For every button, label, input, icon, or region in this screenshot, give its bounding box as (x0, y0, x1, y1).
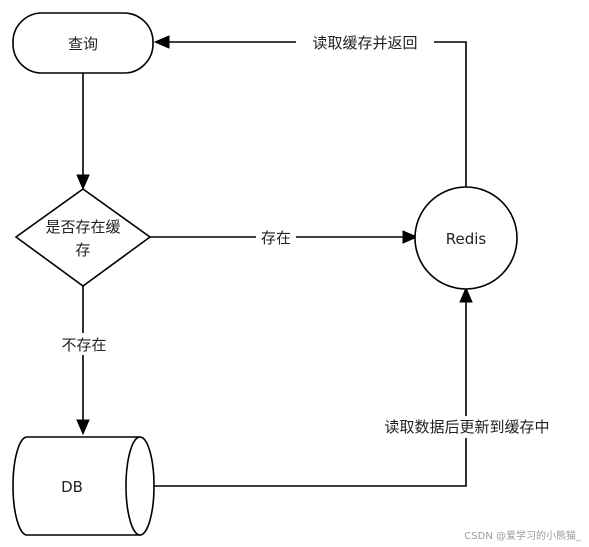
edge-label-exists: 存在 (256, 227, 296, 247)
node-decision: 是否存在缓 存 (14, 188, 152, 287)
edge-label-not-exists-text: 不存在 (61, 336, 106, 354)
node-redis-label: Redis (446, 230, 487, 248)
watermark-text: CSDN @爱学习的小熊猫_ (464, 529, 582, 542)
edge-label-read-cache-return: 读取缓存并返回 (296, 32, 434, 52)
edge-redis-to-query (153, 35, 467, 187)
node-db-label: DB (61, 478, 83, 496)
node-decision-label-line1: 是否存在缓 (45, 218, 120, 236)
node-redis: Redis (414, 186, 518, 290)
edge-label-read-db-update-cache: 读取数据后更新到缓存中 (367, 416, 567, 438)
edge-query-to-decision (76, 73, 90, 191)
node-query-label: 查询 (68, 35, 98, 53)
node-db: DB (12, 436, 155, 536)
edge-decision-to-db (76, 286, 90, 436)
edge-db-to-redis (154, 286, 473, 487)
node-query: 查询 (12, 12, 154, 74)
node-decision-label-line2: 存 (75, 241, 90, 259)
edge-label-read-cache-return-text: 读取缓存并返回 (312, 34, 417, 52)
edge-label-not-exists: 不存在 (55, 333, 113, 355)
edge-label-exists-text: 存在 (261, 229, 291, 247)
edge-label-read-db-update-cache-text: 读取数据后更新到缓存中 (384, 418, 549, 436)
